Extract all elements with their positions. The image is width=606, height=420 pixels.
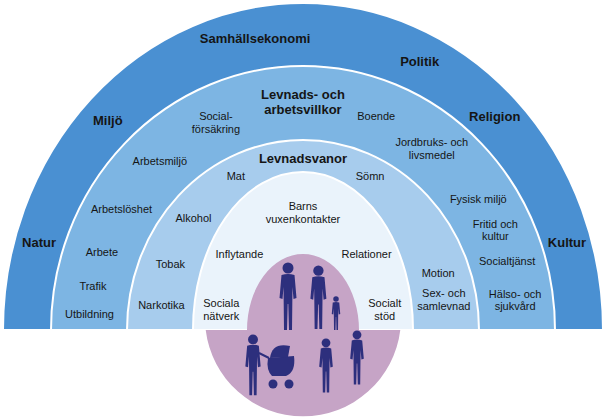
- factor-label: Trafik: [79, 280, 106, 293]
- factor-label: Sociala nätverk: [202, 297, 240, 322]
- band-heading: Levnads- och arbetsvillkor: [261, 88, 346, 118]
- band-heading: Samhällsekonomi: [200, 32, 311, 47]
- stroller-body: [268, 356, 295, 376]
- band-heading: Natur: [22, 236, 56, 251]
- factor-label: Jordbruks- och livsmedel: [395, 136, 469, 161]
- factor-label: Arbetslöshet: [91, 203, 152, 216]
- factor-label: Fritid och kultur: [472, 218, 519, 243]
- band-heading: Miljö: [93, 114, 123, 129]
- factor-label: Boende: [357, 110, 395, 123]
- toddler-figure: [332, 296, 341, 330]
- band-heading: Levnadsvanor: [259, 152, 347, 167]
- stroller-wheel: [285, 380, 294, 389]
- factor-label: Socialtjänst: [479, 255, 535, 268]
- factor-label: Alkohol: [175, 212, 211, 225]
- factor-label: Hälso- och sjukvård: [488, 288, 542, 313]
- factor-label: Inflytande: [216, 248, 264, 261]
- factor-label: Mat: [227, 170, 245, 183]
- stroller-hood: [270, 345, 290, 358]
- man-figure: [280, 263, 297, 331]
- woman-figure: [310, 265, 326, 328]
- factor-label: Narkotika: [138, 299, 184, 312]
- factor-label: Relationer: [342, 248, 392, 261]
- stroller-wheel: [269, 380, 278, 389]
- band-heading: Politik: [400, 55, 439, 70]
- stroller-handle: [259, 353, 269, 358]
- band-heading: Kultur: [548, 236, 586, 251]
- factor-label: Barns vuxenkontakter: [265, 200, 341, 225]
- factor-label: Utbildning: [65, 308, 114, 321]
- factor-label: Arbete: [86, 246, 118, 259]
- factor-label: Motion: [422, 267, 455, 280]
- factor-label: Social- försäkring: [191, 110, 241, 135]
- girl-figure: [319, 338, 333, 392]
- parent-figure: [245, 334, 260, 395]
- band-heading: Religion: [469, 110, 520, 125]
- boy-figure: [350, 330, 364, 384]
- factor-label: Socialt stöd: [367, 297, 402, 322]
- people-circle: [206, 254, 401, 416]
- factor-label: Sex- och samlevnad: [416, 287, 471, 312]
- factor-label: Sömn: [356, 170, 385, 183]
- people-silhouettes: [245, 263, 363, 396]
- factor-label: Arbetsmiljö: [133, 155, 187, 168]
- factor-label: Fysisk miljö: [450, 193, 507, 206]
- factor-label: Tobak: [156, 258, 185, 271]
